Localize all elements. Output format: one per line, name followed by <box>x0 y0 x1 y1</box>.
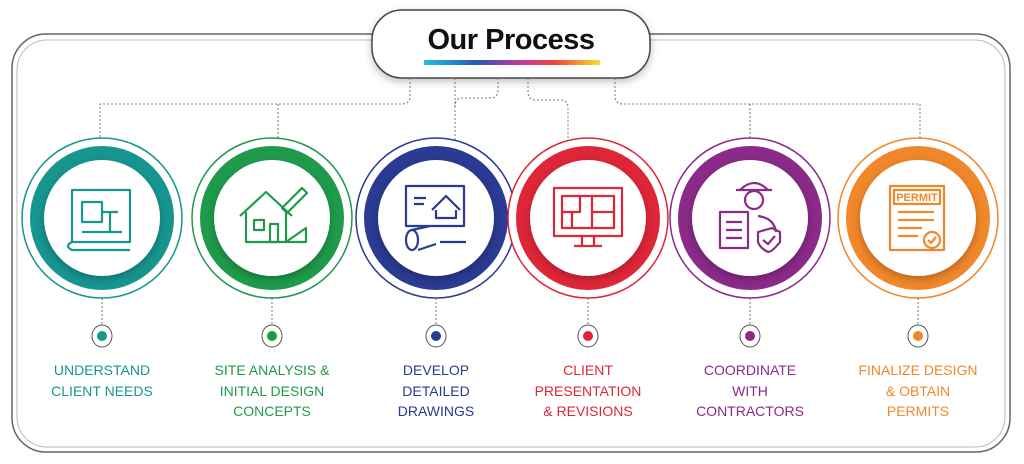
step-label-line: WITH <box>732 382 768 399</box>
monitor-floorplan-icon <box>552 186 624 248</box>
step-label-line: PRESENTATION <box>534 382 642 399</box>
step-6-badge: PERMIT <box>837 137 999 348</box>
step-1-badge <box>21 137 183 348</box>
step-label-line: CONCEPTS <box>233 403 311 419</box>
step-label-line: FINALIZE DESIGN <box>858 362 978 378</box>
step-inner-disc <box>860 160 976 276</box>
step-marker-dot <box>267 331 277 341</box>
step-6-label: FINALIZE DESIGN & OBTAIN PERMITS <box>833 360 1003 422</box>
step-label-line: INITIAL DESIGN <box>219 382 325 399</box>
house-sketch-icon <box>239 186 309 244</box>
step-4-badge <box>507 137 669 348</box>
step-inner-disc <box>692 160 808 276</box>
step-2-badge <box>191 137 353 348</box>
connectors <box>99 78 921 142</box>
step-1-label: UNDERSTAND CLIENT NEEDS <box>17 360 187 401</box>
blueprint-icon <box>66 188 132 252</box>
step-label-line: UNDERSTAND <box>53 362 151 378</box>
step-inner-disc <box>530 160 646 276</box>
step-label-line: CLIENT <box>563 362 613 378</box>
step-marker-dot <box>97 331 107 341</box>
step-2-label: SITE ANALYSIS & INITIAL DESIGN CONCEPTS <box>187 360 357 422</box>
step-label-line: PERMITS <box>886 403 950 419</box>
step-inner-disc <box>214 160 330 276</box>
title-underline <box>424 60 600 65</box>
step-3-badge <box>355 137 517 348</box>
step-label-line: CLIENT NEEDS <box>51 382 153 399</box>
step-5-badge <box>669 137 831 348</box>
step-label-line: CONTRACTORS <box>696 403 804 419</box>
page-title: Our Process <box>427 24 595 56</box>
step-5-label: COORDINATE WITH CONTRACTORS <box>665 360 835 422</box>
step-label-line: SITE ANALYSIS & <box>214 362 330 378</box>
permit-icon-text: PERMIT <box>896 192 938 204</box>
step-label-line: & REVISIONS <box>543 403 633 419</box>
step-label-line: DRAWINGS <box>397 403 475 419</box>
monitor-drawing-icon <box>404 184 466 252</box>
contractor-icon <box>718 181 782 254</box>
step-label-line: DETAILED <box>402 382 470 399</box>
step-marker-dot <box>913 331 923 341</box>
step-label-line: DEVELOP <box>402 362 470 378</box>
step-marker-dot <box>745 331 755 341</box>
step-label-line: & OBTAIN <box>885 382 951 399</box>
step-4-label: CLIENT PRESENTATION & REVISIONS <box>503 360 673 422</box>
step-label-line: COORDINATE <box>703 362 797 378</box>
step-marker-dot <box>431 331 441 341</box>
step-marker-dot <box>583 331 593 341</box>
permit-icon <box>888 184 946 252</box>
step-3-label: DEVELOP DETAILED DRAWINGS <box>351 360 521 422</box>
